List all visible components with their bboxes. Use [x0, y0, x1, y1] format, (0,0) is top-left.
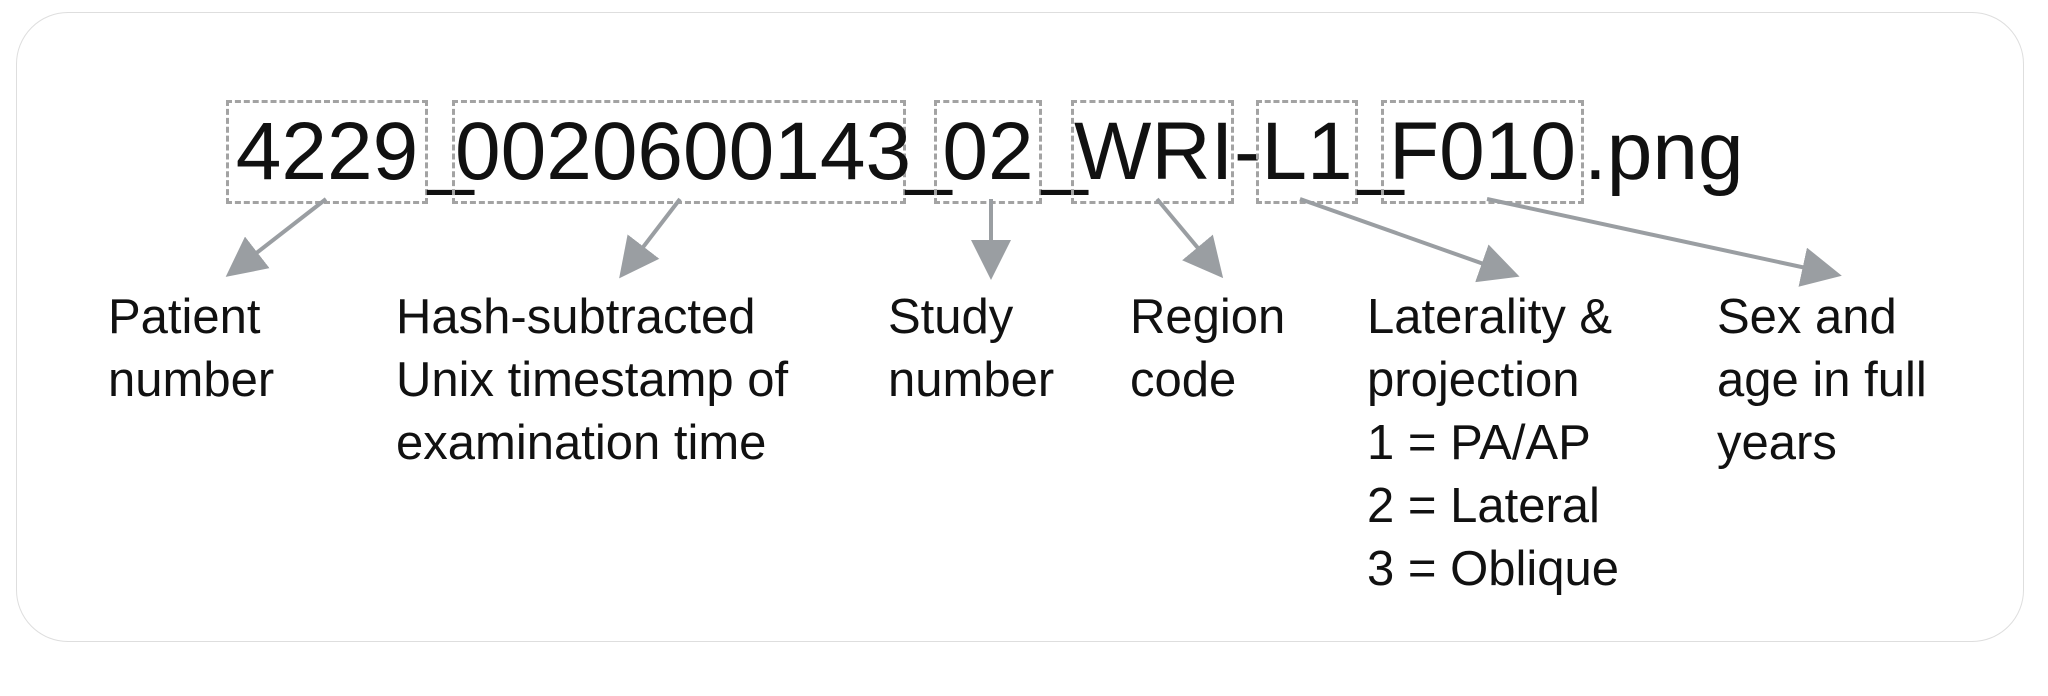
- separator-underscore: _: [1042, 106, 1088, 197]
- segment-patient-number: 4229: [226, 100, 428, 204]
- label-line: Patient: [108, 290, 261, 344]
- label-line: Study: [888, 290, 1014, 344]
- label-line: Region: [1130, 290, 1286, 344]
- separator-dash: -: [1234, 106, 1262, 197]
- label-line: Unix timestamp of: [396, 353, 789, 407]
- label-patient-number: Patient number: [108, 286, 274, 412]
- separator-underscore: _: [428, 106, 474, 197]
- diagram-card: [16, 12, 2024, 642]
- separator-underscore: _: [906, 106, 952, 197]
- label-study-number: Study number: [888, 286, 1054, 412]
- label-timestamp: Hash-subtracted Unix timestamp of examin…: [396, 286, 788, 475]
- filename: 4229 _ 0020600143 _ 02 _ WRI - L1 _ F010…: [226, 100, 1986, 204]
- label-line: examination time: [396, 416, 767, 470]
- segment-study-number: 02: [934, 100, 1042, 204]
- label-sex-age: Sex and age in full years: [1717, 286, 1927, 475]
- label-line: Laterality &: [1367, 290, 1613, 344]
- label-line: Hash-subtracted: [396, 290, 756, 344]
- label-line: number: [888, 353, 1055, 407]
- segment-sex-age: F010: [1381, 100, 1584, 204]
- label-line: 3 = Oblique: [1367, 542, 1619, 596]
- segment-timestamp: 0020600143: [452, 100, 911, 204]
- segment-region-code: WRI: [1071, 100, 1234, 204]
- label-line: years: [1717, 416, 1837, 470]
- file-extension: .png: [1584, 106, 1744, 197]
- label-line: number: [108, 353, 275, 407]
- label-line: code: [1130, 353, 1237, 407]
- label-line: 1 = PA/AP: [1367, 416, 1591, 470]
- segment-laterality-projection: L1: [1256, 100, 1358, 204]
- label-line: 2 = Lateral: [1367, 479, 1600, 533]
- label-line: projection: [1367, 353, 1580, 407]
- label-laterality-projection: Laterality & projection 1 = PA/AP 2 = La…: [1367, 286, 1619, 601]
- label-line: age in full: [1717, 353, 1927, 407]
- separator-underscore: _: [1358, 106, 1404, 197]
- label-line: Sex and: [1717, 290, 1897, 344]
- label-region-code: Region code: [1130, 286, 1285, 412]
